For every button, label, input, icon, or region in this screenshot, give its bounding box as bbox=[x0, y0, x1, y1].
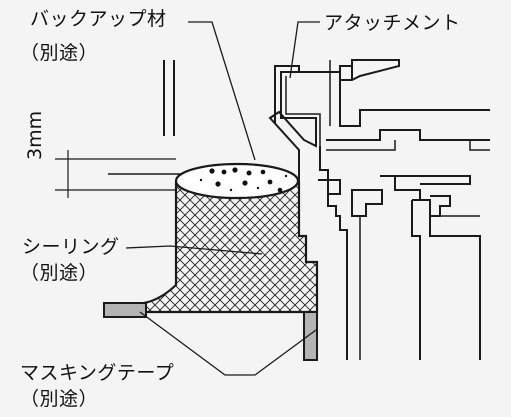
frame-mid-lower bbox=[326, 140, 396, 151]
sealing-joint bbox=[142, 182, 319, 314]
masking-tape-left bbox=[103, 302, 147, 318]
frame-inner-left bbox=[319, 146, 348, 360]
label-backup-material: バックアップ材 bbox=[30, 8, 167, 30]
leader-masking-left bbox=[139, 311, 232, 376]
dimension-label: 3mm bbox=[24, 110, 46, 160]
label-backup-material-note: （別途） bbox=[20, 42, 99, 64]
masking-tape-right bbox=[303, 311, 318, 361]
leader-masking-right bbox=[232, 329, 317, 376]
frame-hook bbox=[318, 179, 341, 195]
frame-top bbox=[339, 72, 490, 127]
frame-mid bbox=[326, 129, 490, 141]
frame-sash-rail bbox=[390, 175, 471, 185]
label-masking-tape-note: （別途） bbox=[20, 388, 99, 410]
frame-sash-detail bbox=[420, 195, 451, 217]
label-masking-tape: マスキングテープ bbox=[20, 362, 175, 384]
attachment-profile bbox=[268, 65, 317, 262]
leader-backup bbox=[188, 21, 256, 161]
label-sealing: シーリング bbox=[22, 236, 120, 258]
label-sealing-note: （別途） bbox=[20, 262, 99, 284]
frame-sash-left bbox=[411, 200, 421, 360]
frame-sash-body bbox=[429, 216, 481, 360]
leader-attachment bbox=[289, 21, 320, 79]
attachment-inner bbox=[285, 76, 321, 146]
frame-lug bbox=[351, 189, 383, 217]
label-attachment: アタッチメント bbox=[324, 12, 461, 34]
leader-sealing bbox=[125, 245, 263, 255]
attachment-fin bbox=[339, 59, 400, 81]
frame-sash-top bbox=[380, 175, 421, 201]
frame-right-cap bbox=[469, 140, 490, 151]
